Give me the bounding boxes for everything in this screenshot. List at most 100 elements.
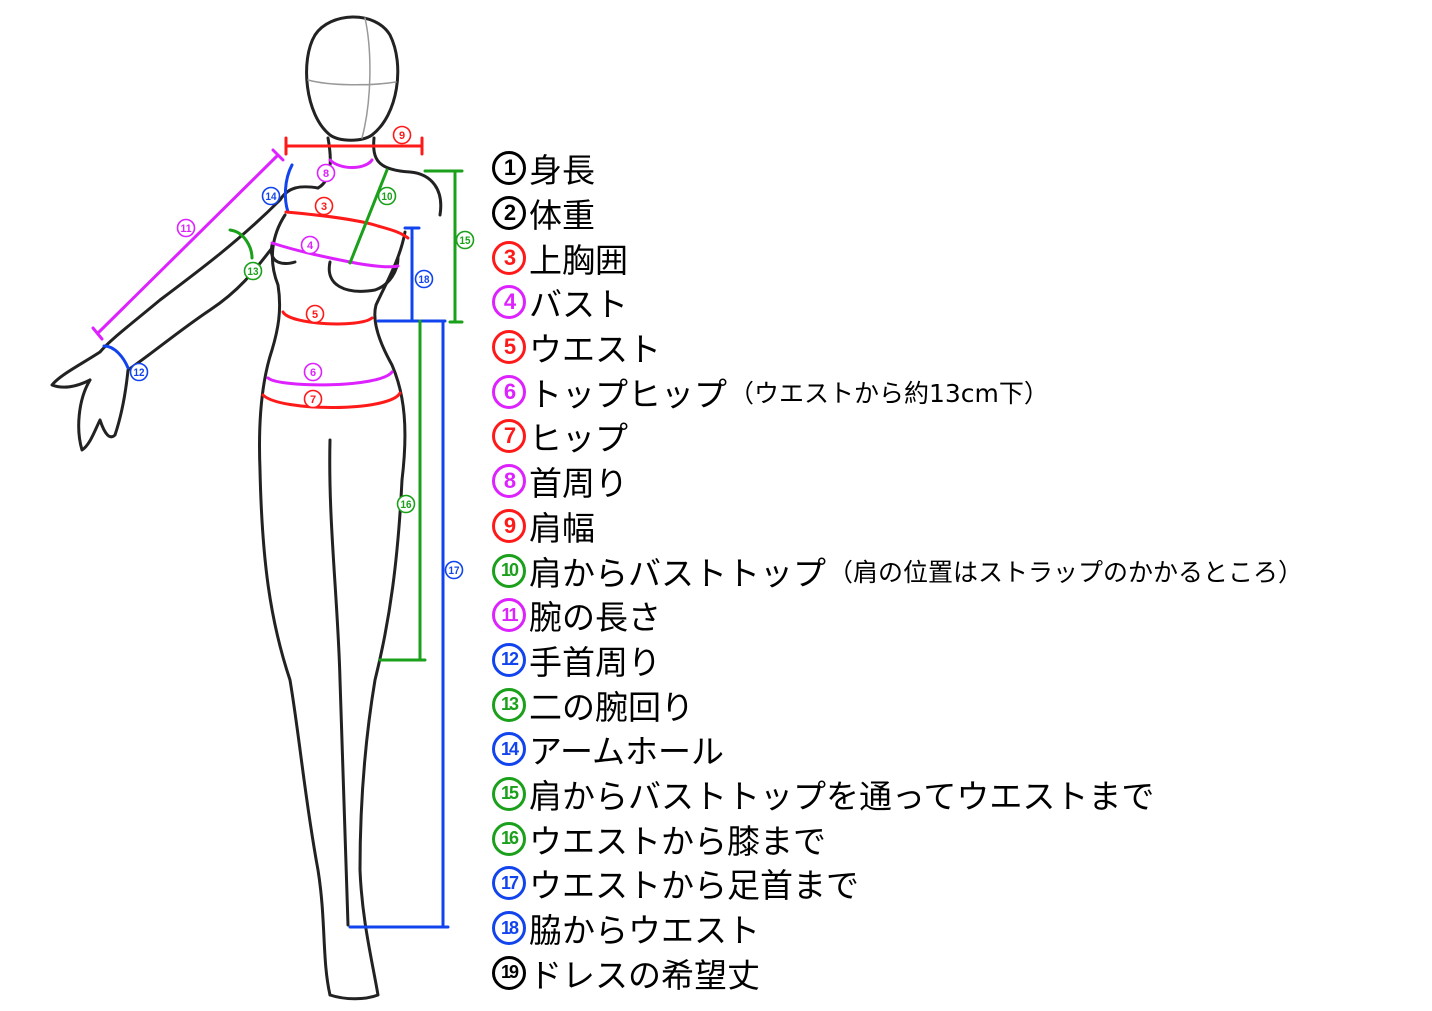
item-label: トップヒップ [529,374,727,414]
label-number: 6 [310,367,316,379]
torso-left [258,213,332,997]
label-circle [243,261,263,281]
figure-label-18: 18 [414,269,434,289]
label-circle [303,389,323,409]
line-5-waist [281,310,374,326]
neck-right [372,136,443,217]
figure-label-4: 4 [300,235,320,255]
measurement-lines [91,136,464,929]
item-label: アームホール [529,732,725,772]
figure-label-6: 6 [303,362,323,382]
item-label: 脇からウエスト [529,911,760,951]
line-8-neck [328,158,374,169]
item-label: 身長 [529,151,595,191]
label-number: 3 [321,201,327,213]
label-circle [261,186,281,206]
item-number-badge: 1 [492,151,526,186]
label-circle [455,230,475,250]
item-label: 肩からバストトップを通ってウエストまで [529,776,1155,816]
item-number-badge: 9 [492,508,526,543]
item-number-badge: 12 [492,642,526,677]
line-12-wrist [102,344,130,370]
label-number: 12 [134,367,145,379]
label-circle [444,560,464,580]
item-number-badge: 13 [492,687,526,722]
item-label: 上胸囲 [529,240,628,280]
figure-label-15: 15 [455,230,475,250]
item-note: （ウエストから約13cm下） [729,378,1049,408]
label-number: 13 [248,266,259,278]
item-label: 二の腕回り [529,687,694,727]
label-circle [300,235,320,255]
line-17 [348,319,450,929]
figure-label-14: 14 [261,186,281,206]
item-number-badge: 7 [492,419,526,454]
label-number: 7 [310,394,316,406]
line-15 [423,169,464,324]
line-14-armhole [283,163,294,214]
item-number-badge: 10 [492,553,526,588]
item-label: ウエストから膝まで [529,821,826,861]
line-6-top-hip [266,370,394,387]
leg-inner [328,438,350,927]
label-circle [392,125,412,145]
item-label: 肩幅 [529,508,595,548]
left-arm-top [50,185,320,389]
label-number: 9 [399,130,405,142]
item-label: ウエストから足首まで [529,866,859,906]
item-label: バスト [529,285,628,325]
line-13-upper-arm [228,228,254,260]
item-number-badge: 2 [492,196,526,231]
label-number: 15 [460,235,471,247]
figure-label-10: 10 [377,186,397,206]
label-number: 5 [312,309,318,321]
head [305,15,400,142]
figure-label-5: 5 [305,304,325,324]
item-number-badge: 8 [492,464,526,499]
label-number: 16 [401,499,412,511]
figure-label-13: 13 [243,261,263,281]
left-hand [77,246,274,452]
item-number-badge: 3 [492,240,526,275]
label-circle [303,362,323,382]
figure-label-16: 16 [396,494,416,514]
label-circle [176,218,196,238]
line-7-hip [261,391,402,409]
line-11-arm-length [91,148,285,341]
face-guide [307,17,397,139]
item-number-badge: 14 [492,732,526,767]
item-label: 手首周り [529,642,661,682]
label-number: 4 [307,240,314,252]
item-label: 肩からバストトップ [529,553,826,593]
label-circle [396,494,416,514]
figure-label-17: 17 [444,560,464,580]
item-number-badge: 18 [492,911,526,946]
item-number-badge: 5 [492,330,526,365]
item-label: 首周り [529,464,628,504]
item-label: ドレスの希望丈 [529,955,760,995]
bust [269,243,400,293]
item-label: ウエスト [529,330,661,370]
label-circle [129,362,149,382]
item-note: （肩の位置はストラップのかかるところ） [828,557,1304,587]
label-number: 14 [266,191,278,203]
figure-label-9: 9 [392,125,412,145]
figure-label-11: 11 [176,218,196,238]
